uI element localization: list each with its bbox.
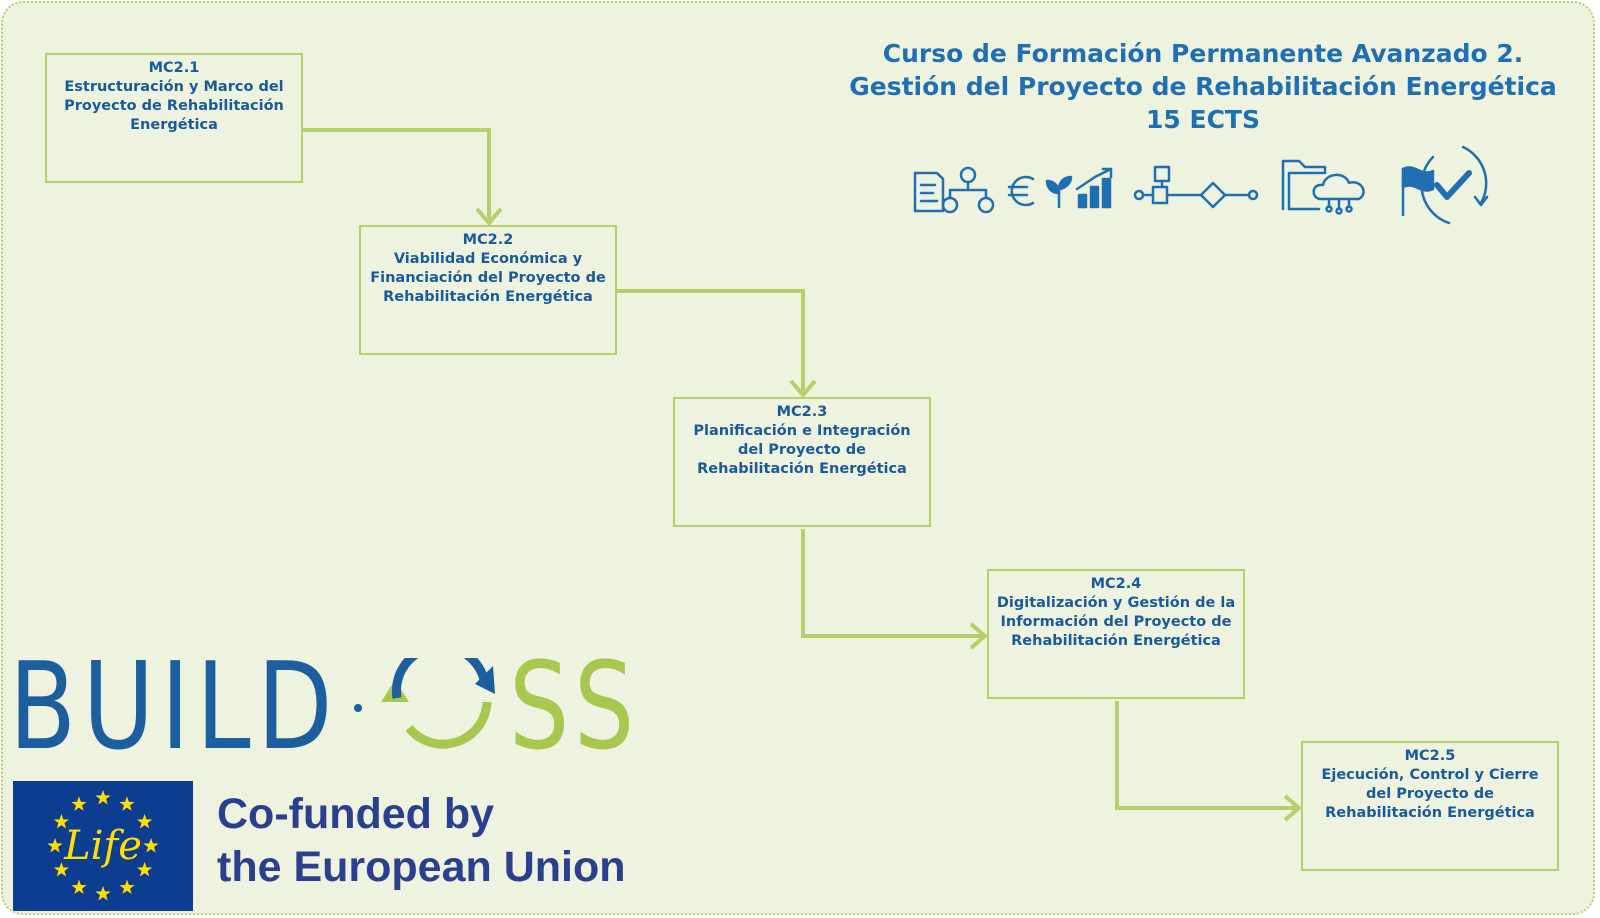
logo-cycle-arc-green (405, 701, 492, 749)
eu-life-flag: Life (13, 781, 193, 911)
flow-connectors (303, 128, 1303, 822)
logo-cycle-arrow-blue (475, 666, 495, 694)
connector-mc23-mc24 (801, 529, 985, 638)
life-logo-text: Life (63, 823, 142, 869)
course-title: Curso de Formación Permanente Avanzado 2… (823, 37, 1583, 136)
connector-mc24-mc25 (1115, 701, 1299, 810)
module-box-mc2-4: MC2.4 Digitalización y Gestión de la Inf… (987, 569, 1245, 699)
eu-star (119, 879, 135, 894)
eu-funding-text: Co-funded by the European Union (217, 788, 626, 894)
build-oss-logo: BUILD SS (9, 658, 639, 768)
eu-star (137, 814, 153, 829)
funding-line-1: Co-funded by (217, 790, 495, 838)
eu-star (137, 862, 153, 877)
logo-oss-text: SS (509, 658, 639, 768)
module-name: Digitalización y Gestión de la Informaci… (996, 595, 1236, 649)
arrowhead-mc23 (789, 379, 817, 399)
eu-star (71, 879, 87, 894)
module-code: MC2.1 (148, 60, 200, 76)
module-name: Ejecución, Control y Cierre del Proyecto… (1321, 767, 1539, 821)
funding-line-2: the European Union (217, 843, 626, 891)
module-code: MC2.5 (1404, 748, 1456, 764)
module-name: Estructuración y Marco del Proyecto de R… (64, 79, 284, 133)
document-org-chart-icon (913, 166, 995, 214)
flag-check-cycle-icon (1401, 145, 1489, 225)
process-flow-icon (1133, 165, 1259, 209)
module-code: MC2.2 (462, 232, 514, 248)
arrowhead-mc24 (969, 622, 989, 650)
module-box-mc2-2: MC2.2 Viabilidad Económica y Financiació… (359, 225, 617, 355)
euro-plant-growth-chart-icon (1007, 167, 1113, 209)
module-box-mc2-5: MC2.5 Ejecución, Control y Cierre del Pr… (1301, 741, 1559, 871)
title-line-2: Gestión del Proyecto de Rehabilitación E… (849, 72, 1557, 101)
eu-star (71, 796, 87, 811)
folder-cloud-icon (1281, 159, 1365, 215)
eu-star (143, 838, 159, 853)
logo-dot (354, 704, 362, 712)
module-name: Viabilidad Económica y Financiación del … (370, 251, 606, 305)
eu-star (53, 814, 69, 829)
eu-star (47, 838, 63, 853)
logo-cycle-arc-blue (391, 658, 490, 699)
module-box-mc2-3: MC2.3 Planificación e Integración del Pr… (673, 397, 931, 527)
connector-mc21-mc22 (303, 128, 491, 221)
title-line-1: Curso de Formación Permanente Avanzado 2… (882, 39, 1524, 68)
module-name: Planificación e Integración del Proyecto… (693, 423, 911, 477)
icon-row (913, 145, 1489, 225)
module-code: MC2.4 (1090, 576, 1142, 592)
arrowhead-mc25 (1283, 794, 1303, 822)
eu-star (119, 796, 135, 811)
module-box-mc2-1: MC2.1 Estructuración y Marco del Proyect… (45, 53, 303, 183)
eu-star (95, 790, 111, 805)
eu-star (95, 886, 111, 901)
title-line-3: 15 ECTS (1146, 105, 1260, 134)
logo-build-text: BUILD (9, 658, 339, 768)
arrowhead-mc22 (475, 207, 503, 227)
eu-star (53, 862, 69, 877)
module-code: MC2.3 (776, 404, 828, 420)
eu-stars (47, 790, 159, 901)
connector-mc22-mc23 (617, 289, 805, 393)
